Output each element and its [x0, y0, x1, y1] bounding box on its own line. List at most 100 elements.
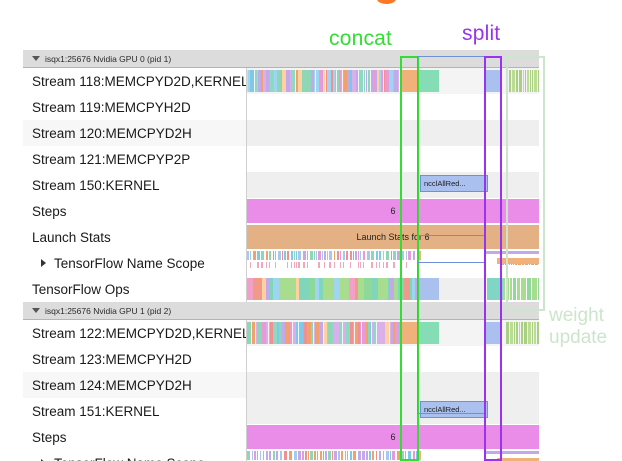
timeline-event[interactable] [261, 251, 264, 260]
timeline-event[interactable] [279, 322, 282, 344]
timeline-event[interactable] [323, 278, 328, 300]
caret-down-icon[interactable] [32, 56, 40, 61]
track-row[interactable]: Stream 121:MEMCPYP2P [23, 146, 539, 172]
timeline-event[interactable] [334, 262, 335, 268]
steps-bar[interactable]: 6 [247, 199, 539, 223]
timeline-event[interactable] [379, 451, 381, 460]
timeline-event[interactable] [410, 278, 412, 300]
timeline-event[interactable] [349, 278, 355, 300]
timeline-event[interactable] [383, 451, 384, 460]
timeline-event[interactable] [538, 70, 539, 92]
timeline-event[interactable] [304, 322, 307, 344]
timeline-event[interactable] [262, 322, 266, 344]
timeline-event[interactable] [282, 70, 286, 92]
timeline-event[interactable] [262, 278, 266, 300]
timeline-event[interactable] [286, 70, 290, 92]
timeline-event[interactable] [314, 322, 315, 344]
timeline-event[interactable] [307, 322, 311, 344]
timeline-event[interactable] [320, 451, 322, 460]
timeline-event[interactable] [334, 278, 340, 300]
timeline-event[interactable] [358, 322, 360, 344]
timeline-event[interactable] [340, 278, 344, 300]
timeline-event[interactable] [266, 251, 268, 260]
timeline-event[interactable] [298, 262, 300, 268]
timeline-event[interactable] [398, 322, 401, 344]
timeline-event[interactable] [294, 262, 295, 268]
timeline-event[interactable] [408, 251, 411, 260]
timeline-event[interactable] [420, 70, 439, 92]
timeline-event[interactable] [397, 251, 400, 260]
timeline-event[interactable] [253, 251, 256, 260]
timeline-event[interactable] [413, 451, 415, 460]
timeline-event[interactable] [351, 70, 352, 92]
timeline-event[interactable] [405, 451, 406, 460]
timeline-event[interactable] [266, 278, 269, 300]
timeline-event[interactable] [376, 262, 377, 268]
track-row[interactable]: Stream 120:MEMCPYD2H [23, 120, 539, 146]
timeline-event[interactable] [252, 451, 253, 460]
timeline-event[interactable] [305, 451, 307, 460]
timeline-event[interactable] [408, 451, 411, 460]
nccl-allreduce-block[interactable]: ncclAllRed... [420, 175, 488, 192]
track-label[interactable]: Stream 118:MEMCPYD2D,KERNEL,ME [23, 68, 247, 94]
timeline-event[interactable] [355, 278, 358, 300]
timeline-event[interactable] [517, 278, 520, 300]
timeline-event[interactable] [288, 322, 290, 344]
timeline-event[interactable] [393, 251, 396, 260]
timeline-event[interactable] [398, 70, 399, 92]
timeline-event[interactable] [400, 70, 407, 92]
track-label[interactable]: Stream 151:KERNEL [23, 398, 247, 424]
timeline-event[interactable] [346, 251, 348, 260]
timeline-event[interactable] [298, 451, 301, 460]
timeline-event[interactable] [341, 70, 342, 92]
timeline-event[interactable] [360, 251, 361, 260]
timeline-event[interactable] [250, 251, 251, 260]
timeline-event[interactable] [390, 278, 394, 300]
timeline-event[interactable] [510, 322, 513, 344]
track-label[interactable]: Stream 124:MEMCPYD2H [23, 372, 247, 398]
timeline-event[interactable] [362, 322, 366, 344]
timeline-event[interactable] [377, 322, 381, 344]
timeline-event[interactable] [376, 451, 377, 460]
track-canvas[interactable] [247, 146, 539, 172]
timeline-event[interactable] [269, 262, 270, 268]
timeline-event[interactable] [368, 70, 370, 92]
timeline-event[interactable] [261, 70, 263, 92]
track-canvas[interactable] [247, 320, 539, 346]
timeline-event[interactable] [363, 262, 364, 268]
timeline-event[interactable] [319, 70, 323, 92]
timeline-event[interactable] [274, 70, 277, 92]
timeline-event[interactable] [332, 451, 333, 460]
timeline-event[interactable] [310, 451, 313, 460]
timeline-event[interactable] [366, 451, 368, 460]
track-label[interactable]: TensorFlow Name Scope [23, 450, 247, 461]
track-canvas[interactable] [247, 276, 539, 302]
timeline-event[interactable] [534, 70, 537, 92]
timeline-event[interactable] [532, 322, 533, 344]
timeline-event[interactable] [257, 322, 260, 344]
timeline-event[interactable] [281, 70, 282, 92]
timeline-event[interactable] [298, 70, 302, 92]
timeline-event[interactable] [303, 262, 305, 268]
timeline-event[interactable] [379, 251, 381, 260]
timeline-event[interactable] [284, 322, 285, 344]
timeline-event[interactable] [393, 70, 394, 92]
timeline-event[interactable] [360, 322, 361, 344]
timeline-event[interactable] [355, 251, 357, 260]
timeline-event[interactable] [349, 70, 351, 92]
timeline-event[interactable] [291, 70, 295, 92]
timeline-event[interactable] [391, 251, 392, 260]
timeline-event[interactable] [389, 70, 393, 92]
timeline-event[interactable] [407, 70, 420, 92]
timeline-event[interactable] [352, 70, 356, 92]
timeline-event[interactable] [318, 251, 321, 260]
timeline-event[interactable] [366, 322, 368, 344]
timeline-event[interactable] [512, 70, 515, 92]
timeline-event[interactable] [341, 451, 343, 460]
timeline-event[interactable] [335, 322, 339, 344]
timeline-event[interactable] [506, 322, 509, 344]
timeline-event[interactable] [350, 262, 351, 268]
timeline-event[interactable] [307, 251, 308, 260]
track-label[interactable]: Steps [23, 198, 247, 224]
